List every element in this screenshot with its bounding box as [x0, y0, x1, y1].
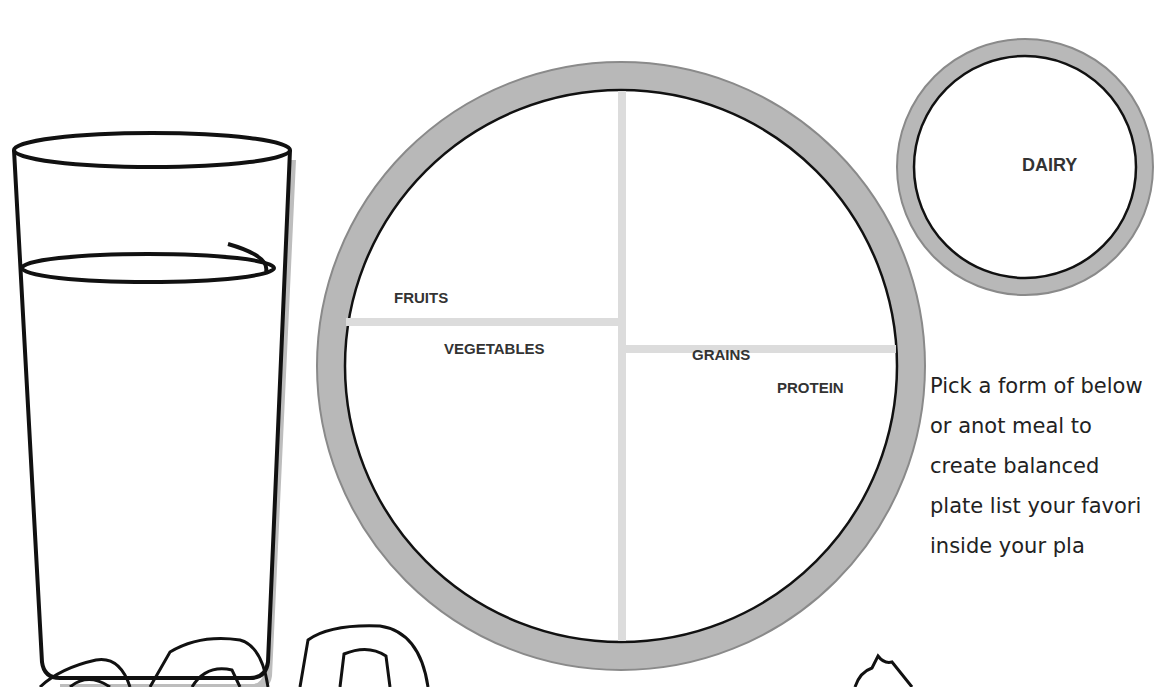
food-group-label: FRUITS	[394, 289, 448, 306]
food-outline	[192, 669, 240, 687]
glass-body	[14, 150, 290, 678]
plate-ring	[317, 62, 925, 670]
plate-face	[344, 89, 898, 643]
food-outline	[855, 656, 912, 687]
circle-outline	[914, 56, 1136, 278]
water-line	[22, 254, 274, 282]
food-outline	[300, 626, 428, 687]
food-group-label: DAIRY	[1022, 155, 1077, 176]
cup-ring	[897, 39, 1153, 295]
divider-line	[618, 91, 626, 641]
food-group-label: PROTEIN	[777, 379, 844, 396]
instruction-note: Pick a form of below or anot meal to cre…	[930, 366, 1158, 566]
glass-straw	[228, 244, 266, 272]
dairy-circle: DAIRY	[913, 55, 1137, 279]
food-outline	[150, 639, 268, 687]
glass-rim	[14, 133, 290, 167]
food-outline	[340, 649, 390, 687]
divider-line	[346, 318, 622, 326]
circle-outline	[345, 90, 897, 642]
plate-circle: FRUITS VEGETABLES GRAINS PROTEIN	[344, 89, 898, 643]
food-outline	[70, 680, 110, 687]
food-group-label: VEGETABLES	[444, 340, 545, 357]
divider-line	[622, 345, 896, 353]
food-outline	[40, 660, 130, 687]
food-group-label: GRAINS	[692, 346, 750, 363]
